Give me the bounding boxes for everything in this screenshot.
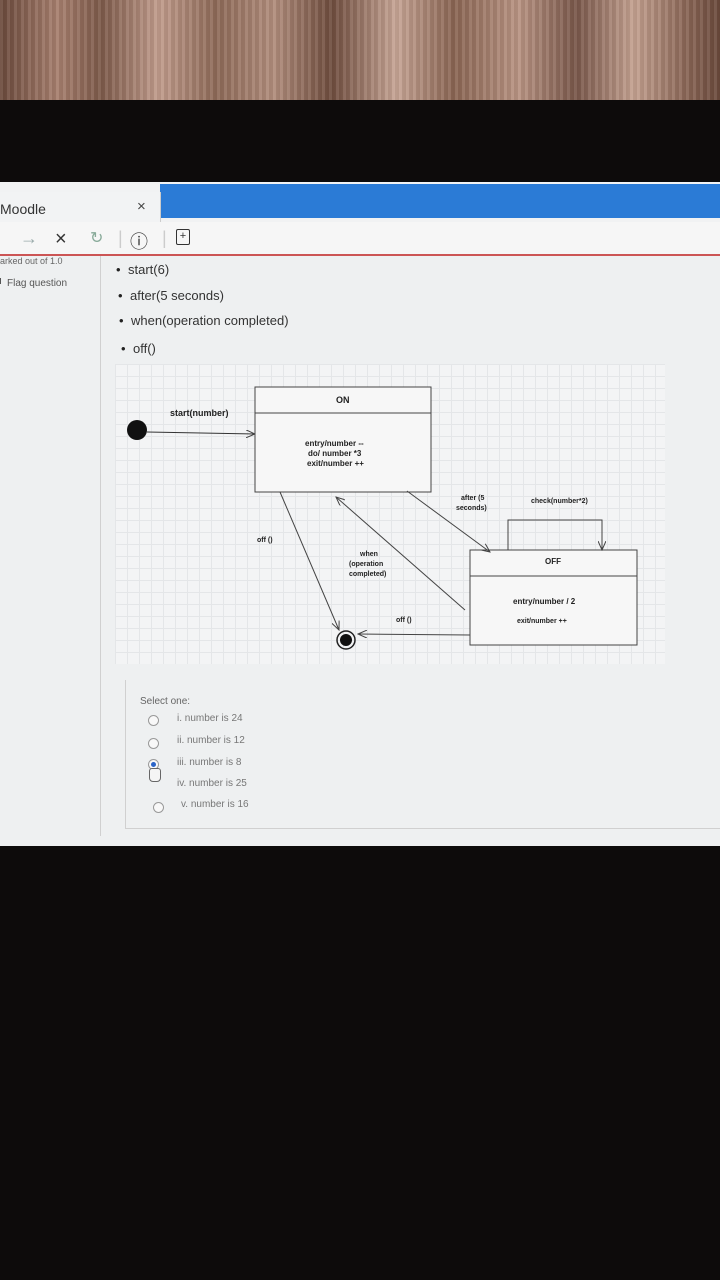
browser-tab[interactable]: Moodle × <box>0 192 161 222</box>
tab-close-icon[interactable]: × <box>137 198 146 215</box>
reload-icon[interactable]: ↻ <box>90 230 104 247</box>
option-radio[interactable] <box>153 802 164 813</box>
flag-question-link[interactable]: Flag question <box>7 278 68 289</box>
option-label[interactable]: iv. number is 25 <box>177 778 247 789</box>
option-label[interactable]: v. number is 16 <box>181 799 249 810</box>
toolbar-divider-2: | <box>162 228 167 248</box>
final-state-node <box>336 630 356 650</box>
state-diagram: start(number) ON entry/number -- do/ num… <box>115 364 665 664</box>
off-exit: exit/number ++ <box>517 618 567 625</box>
when-label: when <box>359 551 378 558</box>
off-transition-right <box>358 634 471 635</box>
off-state-box <box>469 549 638 646</box>
when-label: completed) <box>349 571 386 578</box>
select-one-label: Select one: <box>140 696 191 707</box>
off-label-right: off () <box>396 617 412 624</box>
option-label[interactable]: i. number is 24 <box>177 713 243 724</box>
background-curtain <box>0 0 720 118</box>
browser-title-bar <box>160 184 720 218</box>
on-exit: exit/number ++ <box>307 459 364 468</box>
on-state-box <box>254 386 432 493</box>
off-label-left: off () <box>257 537 273 544</box>
bullet-item: start(6) <box>116 262 169 277</box>
stop-icon[interactable]: × <box>55 228 67 250</box>
bullet-item: after(5 seconds) <box>118 288 224 303</box>
hand-cursor-icon <box>149 768 161 782</box>
option-radio[interactable] <box>148 738 159 749</box>
after-label: after (5 <box>461 495 484 502</box>
check-label: check(number*2) <box>531 498 588 505</box>
bullet-item: when(operation completed) <box>119 313 289 328</box>
check-self-transition <box>507 519 602 550</box>
off-entry: entry/number / 2 <box>513 597 576 606</box>
option-label[interactable]: ii. number is 12 <box>177 735 245 746</box>
forward-icon[interactable]: → <box>20 228 38 248</box>
when-label: (operation <box>349 561 383 568</box>
marked-out-of: arked out of 1.0 <box>0 256 63 266</box>
question-info-sidebar: arked out of 1.0 Flag question <box>0 256 101 836</box>
off-transition-left <box>279 491 339 630</box>
start-label: start(number) <box>170 408 229 418</box>
info-icon[interactable]: ⓘ <box>130 232 148 252</box>
start-transition <box>146 432 255 434</box>
toolbar-divider: | <box>118 228 123 248</box>
after-label: seconds) <box>456 505 487 512</box>
state-diagram-svg: start(number) ON entry/number -- do/ num… <box>127 386 638 650</box>
browser-toolbar <box>0 222 720 256</box>
option-label[interactable]: iii. number is 8 <box>177 757 242 768</box>
bullet-item: off() <box>121 341 156 356</box>
tab-title: Moodle <box>0 201 46 217</box>
answer-box <box>125 680 720 829</box>
on-state-title: ON <box>336 395 350 405</box>
off-state-title: OFF <box>545 557 561 566</box>
after-transition <box>406 490 490 552</box>
when-transition <box>336 497 466 611</box>
option-radio[interactable] <box>148 715 159 726</box>
page-icon[interactable]: + <box>176 229 190 245</box>
on-entry: entry/number -- <box>305 439 364 448</box>
on-do: do/ number *3 <box>308 449 362 458</box>
initial-state-node <box>127 420 147 440</box>
flag-icon <box>0 278 5 284</box>
